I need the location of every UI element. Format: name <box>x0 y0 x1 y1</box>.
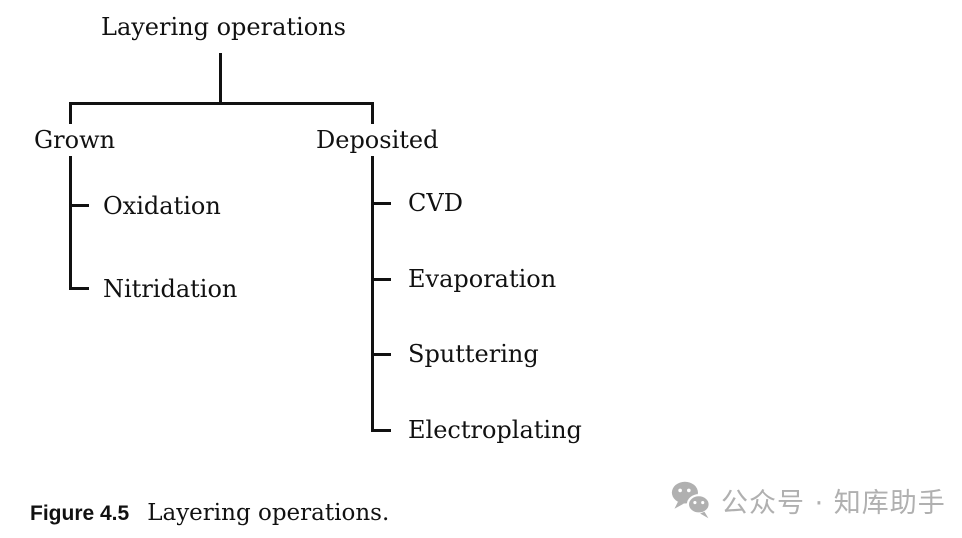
leaf-label-oxidation: Oxidation <box>103 192 221 220</box>
tick-oxidation <box>69 204 89 207</box>
watermark: 公众号 · 知库助手 <box>670 480 946 520</box>
branch-label-grown: Grown <box>30 124 120 156</box>
figure-caption-text: Layering operations. <box>147 500 390 526</box>
tree-root-label: Layering operations <box>101 13 346 41</box>
leaf-label-nitridation: Nitridation <box>103 275 238 303</box>
tick-nitridation <box>69 287 89 290</box>
leaf-label-sputtering: Sputtering <box>408 340 539 368</box>
leaf-label-cvd: CVD <box>408 189 463 217</box>
root-stem-line <box>219 53 222 105</box>
wechat-icon <box>670 480 712 520</box>
tick-cvd <box>371 202 391 205</box>
branch-label-deposited: Deposited <box>312 124 443 156</box>
leaf-label-evaporation: Evaporation <box>408 265 557 293</box>
tick-electroplating <box>371 429 391 432</box>
leaf-label-electroplating: Electroplating <box>408 416 582 444</box>
tick-evaporation <box>371 278 391 281</box>
grown-trunk-line <box>69 102 72 290</box>
watermark-text: 公众号 · 知库助手 <box>721 487 946 519</box>
tick-sputtering <box>371 353 391 356</box>
branch-horizontal-line <box>69 102 374 105</box>
figure-caption: Figure 4.5 Layering operations. <box>30 500 389 526</box>
deposited-trunk-line <box>371 102 374 432</box>
figure-number-label: Figure 4.5 <box>30 502 130 525</box>
